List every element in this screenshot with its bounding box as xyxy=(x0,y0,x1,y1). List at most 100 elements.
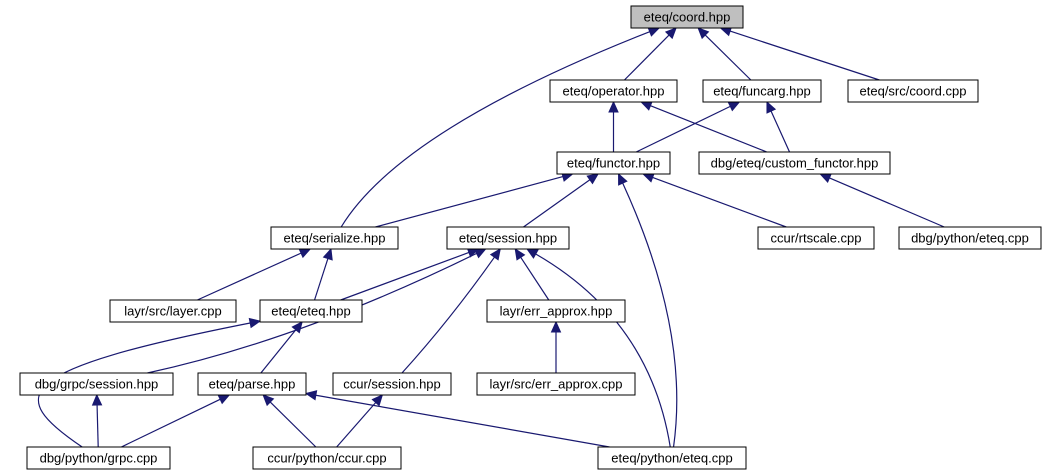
node-label: eteq/eteq.hpp xyxy=(271,304,351,319)
node-functor-hpp[interactable]: eteq/functor.hpp xyxy=(556,151,671,175)
arrowhead xyxy=(217,394,231,405)
edge-operator_hpp-to-coord_hpp xyxy=(624,34,670,81)
node-box xyxy=(197,372,307,396)
arrowhead xyxy=(819,173,832,183)
edge-python_grpc_cpp-to-grpc_session_hpp xyxy=(96,404,99,448)
node-python-eteq-cpp-dbg[interactable]: dbg/python/eteq.cpp xyxy=(898,226,1042,250)
nodes: eteq/coord.hpp eteq/operator.hpp eteq/func… xyxy=(19,5,1042,470)
node-box xyxy=(332,372,452,396)
node-python-ccur-cpp[interactable]: ccur/python/ccur.cpp xyxy=(252,446,402,470)
node-operator-hpp[interactable]: eteq/operator.hpp xyxy=(549,79,678,103)
node-label: eteq/funcarg.hpp xyxy=(713,84,811,99)
edge-custom_functor_hpp-to-funcarg_hpp xyxy=(770,110,791,153)
edge-grpc_session_hpp-to-session_hpp xyxy=(147,252,477,374)
node-box xyxy=(549,79,678,103)
edge-python_ccur_cpp-to-parse_hpp xyxy=(269,401,317,448)
edge-python_eteq_cpp-to-parse_hpp xyxy=(315,394,610,448)
arrowhead xyxy=(473,248,487,259)
node-label: dbg/python/grpc.cpp xyxy=(40,451,158,466)
arrowhead xyxy=(640,100,653,111)
node-box xyxy=(19,372,174,396)
arrowhead xyxy=(697,27,710,40)
node-label: ccur/session.hpp xyxy=(343,377,441,392)
arrowhead xyxy=(550,320,562,333)
edge-serialize_hpp-to-functor_hpp xyxy=(375,176,564,228)
edge-functor_hpp-to-funcarg_hpp xyxy=(635,105,731,153)
arrowhead xyxy=(586,173,600,185)
arrowhead xyxy=(642,172,655,183)
edge-layer_cpp-to-serialize_hpp xyxy=(197,252,302,301)
arrowhead xyxy=(525,248,539,259)
arrowhead xyxy=(262,394,275,407)
node-box xyxy=(597,446,747,470)
node-box xyxy=(486,299,626,323)
arrowhead xyxy=(304,390,318,401)
edge-python_eteq_cpp-to-functor_hpp xyxy=(622,182,678,448)
node-label: dbg/eteq/custom_functor.hpp xyxy=(711,156,879,171)
edges xyxy=(37,26,945,448)
edge-eteq_hpp-to-serialize_hpp xyxy=(313,258,329,301)
node-box xyxy=(26,446,171,470)
node-box xyxy=(757,226,875,250)
arrowhead xyxy=(608,100,619,113)
arrowhead xyxy=(291,321,303,334)
node-funcarg-hpp[interactable]: eteq/funcarg.hpp xyxy=(702,79,822,103)
node-coord-hpp[interactable]: eteq/coord.hpp xyxy=(630,5,744,29)
node-eteq-hpp[interactable]: eteq/eteq.hpp xyxy=(259,299,363,323)
arrowhead xyxy=(647,26,661,37)
node-label: layr/err_approx.hpp xyxy=(500,304,613,319)
arrowhead xyxy=(371,394,384,407)
node-err-approx-hpp[interactable]: layr/err_approx.hpp xyxy=(486,299,626,323)
node-label: eteq/functor.hpp xyxy=(567,156,660,171)
node-ccur-session-hpp[interactable]: ccur/session.hpp xyxy=(332,372,452,396)
edge-session_hpp-to-functor_hpp xyxy=(523,179,591,228)
edge-custom_functor_hpp-to-operator_hpp xyxy=(650,105,768,153)
node-label: eteq/src/coord.cpp xyxy=(860,84,967,99)
node-box xyxy=(698,151,891,175)
arrowhead xyxy=(727,101,741,112)
node-python-eteq-cpp[interactable]: eteq/python/eteq.cpp xyxy=(597,446,747,470)
edge-parse_hpp-to-eteq_hpp xyxy=(260,329,297,374)
edge-src_coord_cpp-to-coord_hpp xyxy=(729,30,880,81)
node-custom-functor-hpp[interactable]: dbg/eteq/custom_functor.hpp xyxy=(698,151,891,175)
arrowhead xyxy=(248,317,262,329)
arrowhead xyxy=(489,248,501,261)
node-label: eteq/parse.hpp xyxy=(209,377,296,392)
node-box xyxy=(630,5,744,29)
node-layer-cpp[interactable]: layr/src/layer.cpp xyxy=(109,299,237,323)
node-grpc-session-hpp[interactable]: dbg/grpc/session.hpp xyxy=(19,372,174,396)
edge-eteq_hpp-to-session_hpp xyxy=(340,251,470,301)
node-label: dbg/grpc/session.hpp xyxy=(35,377,159,392)
node-box xyxy=(252,446,402,470)
node-box xyxy=(556,151,671,175)
node-box xyxy=(446,226,570,250)
edge-python_ccur_cpp-to-ccur_session_hpp xyxy=(336,402,377,448)
edge-ccur_session_hpp-to-session_hpp xyxy=(401,256,495,374)
arrowhead xyxy=(298,248,312,259)
node-serialize-hpp[interactable]: eteq/serialize.hpp xyxy=(270,226,399,250)
node-label: eteq/serialize.hpp xyxy=(284,231,386,246)
node-rtscale-cpp[interactable]: ccur/rtscale.cpp xyxy=(757,226,875,250)
node-box xyxy=(109,299,237,323)
node-label: eteq/coord.hpp xyxy=(644,10,731,25)
arrowhead xyxy=(664,27,677,40)
node-parse-hpp[interactable]: eteq/parse.hpp xyxy=(197,372,307,396)
node-box xyxy=(476,372,636,396)
node-err-approx-cpp[interactable]: layr/src/err_approx.cpp xyxy=(476,372,636,396)
node-label: eteq/session.hpp xyxy=(459,231,557,246)
edge-rtscale_cpp-to-functor_hpp xyxy=(652,176,787,228)
node-label: ccur/rtscale.cpp xyxy=(770,231,861,246)
node-python-grpc-cpp[interactable]: dbg/python/grpc.cpp xyxy=(26,446,171,470)
arrowhead xyxy=(514,247,526,261)
edge-err_approx_hpp-to-session_hpp xyxy=(520,257,550,301)
node-session-hpp[interactable]: eteq/session.hpp xyxy=(446,226,570,250)
node-label: eteq/operator.hpp xyxy=(563,84,665,99)
node-label: eteq/python/eteq.cpp xyxy=(611,451,732,466)
edge-serialize_hpp-to-coord_hpp xyxy=(340,31,650,228)
arrowhead xyxy=(618,172,628,186)
node-src-coord-cpp[interactable]: eteq/src/coord.cpp xyxy=(847,79,979,103)
node-box xyxy=(847,79,979,103)
node-label: layr/src/layer.cpp xyxy=(124,304,222,319)
node-label: ccur/python/ccur.cpp xyxy=(267,451,386,466)
